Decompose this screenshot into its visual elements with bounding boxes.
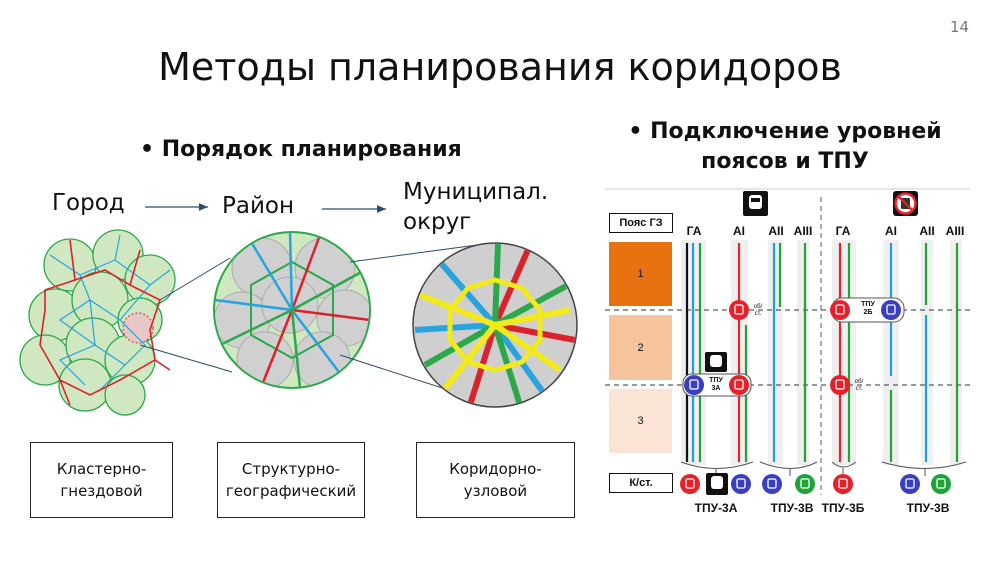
zone-2: 2 bbox=[609, 315, 672, 380]
hub-label: ТПУ-3Б bbox=[821, 501, 865, 515]
hub-label: ТПУ-3В bbox=[770, 501, 814, 515]
left-heading-text: Порядок планирования bbox=[161, 137, 462, 162]
no-bus-icon bbox=[893, 191, 918, 216]
hub-label: ТПУ-3А bbox=[694, 501, 738, 515]
step-city: Город bbox=[52, 190, 125, 216]
column-header: ГА bbox=[835, 224, 851, 238]
tpu-2b-line1: ТПУ bbox=[861, 301, 875, 308]
vehicle-glyphs bbox=[685, 304, 946, 489]
zone-3: 3 bbox=[609, 389, 672, 453]
corridor-diagram bbox=[412, 242, 578, 408]
method-cluster-line1: Кластерно- bbox=[56, 460, 147, 478]
zone-label: Пояс ГЗ bbox=[609, 213, 673, 233]
method-corridor-line1: Коридорно- bbox=[449, 460, 542, 478]
method-cluster-line2: гнездовой bbox=[60, 482, 143, 500]
ob-st-label: об/ст. bbox=[854, 379, 864, 392]
column-header: AIII bbox=[945, 224, 965, 238]
right-heading-line1: Подключение уровней bbox=[650, 119, 942, 144]
method-cluster-box: Кластерно-гнездовой bbox=[30, 442, 173, 518]
district-diagram bbox=[213, 231, 371, 389]
tpu-3a-line1: ТПУ bbox=[709, 377, 723, 384]
ob-st-label: об/ст. bbox=[753, 304, 763, 317]
column-header: ГА bbox=[686, 224, 702, 238]
method-structural-line2: географический bbox=[225, 482, 357, 500]
method-corridor-box: Коридорно-узловой bbox=[416, 442, 575, 518]
stop-label: К/ст. bbox=[609, 473, 673, 493]
step-municipal-line1: Муниципал. bbox=[403, 179, 549, 205]
column-header: AII bbox=[768, 224, 784, 238]
right-heading-line2: поясов и ТПУ bbox=[701, 149, 869, 174]
step-municipal-line2: округ bbox=[403, 209, 472, 235]
page-number: 14 bbox=[950, 18, 970, 36]
step-district: Район bbox=[222, 193, 295, 219]
tpu-3a-line2: 3А bbox=[711, 385, 721, 392]
train-icon bbox=[705, 191, 768, 495]
tpu-2b-line2: 2Б bbox=[863, 309, 873, 316]
method-corridor-line2: узловой bbox=[463, 482, 528, 500]
column-header: AII bbox=[919, 224, 935, 238]
slide-title: Методы планирования коридоров bbox=[158, 45, 842, 89]
hub-diagram bbox=[605, 188, 970, 495]
column-header: AIII bbox=[793, 224, 813, 238]
method-structural-box: Структурно-географический bbox=[217, 442, 365, 518]
zone-1: 1 bbox=[609, 242, 672, 306]
column-header: AI bbox=[885, 224, 897, 238]
column-header: AI bbox=[733, 224, 745, 238]
method-structural-line1: Структурно- bbox=[241, 460, 341, 478]
hub-label: ТПУ-3В bbox=[906, 501, 950, 515]
step-municipal: Муниципал. округ bbox=[403, 177, 548, 237]
left-heading: • Порядок планирования bbox=[140, 137, 462, 162]
